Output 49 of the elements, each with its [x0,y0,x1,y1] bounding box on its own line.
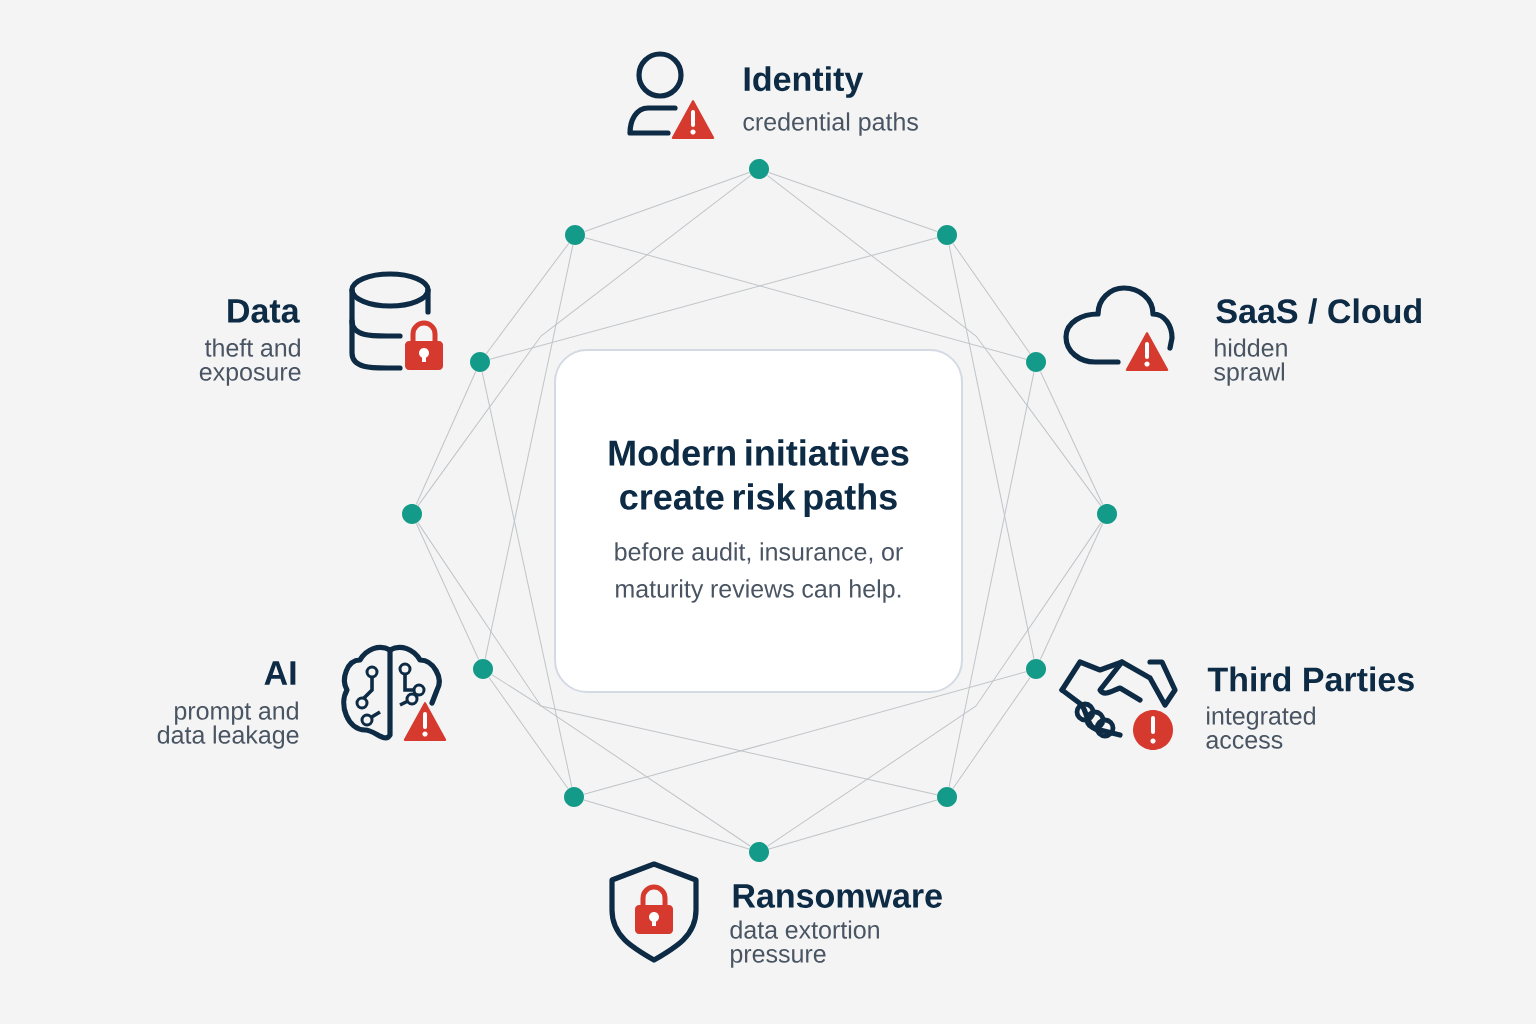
network-dot [470,352,490,372]
network-line [481,371,573,788]
network-line [948,371,1035,788]
network-dot [565,225,585,245]
network-line [484,244,574,660]
network-line [417,174,752,507]
network-line [1039,522,1104,661]
text-card: Modern initiatives create risk paths before audit, insurance, or maturity reviews can help. [554,349,963,693]
network-line [768,171,938,233]
network-line [491,674,938,796]
category-description: data extortion pressure [730,920,879,968]
network-line [768,799,938,850]
network-line [584,237,1027,360]
category-heading: Identity [744,66,864,98]
category-description: hidden sprawl [1214,338,1287,386]
network-dot [1026,352,1046,372]
category-description: prompt and data leakage [157,701,299,749]
category-heading: Ransomware [733,884,942,908]
network-line [948,244,1035,660]
network-line [952,243,1031,354]
network-dot [749,842,769,862]
network-line [583,671,1027,795]
category-heading: Data [228,299,300,323]
network-dot [937,225,957,245]
network-line [415,371,477,505]
network-line [489,237,938,360]
network-line [584,172,750,232]
category-heading: AI [264,661,296,685]
network-dot [564,787,584,807]
network-line [766,174,1102,507]
network-line [485,242,570,355]
category-description: theft and exposure [199,338,301,386]
network-line [952,677,1031,789]
network-line [767,522,1102,847]
network-dot [402,504,422,524]
network-line [415,522,480,661]
category-heading: SaaS / Cloud [1216,298,1421,324]
network-line [488,677,569,790]
category-description: integrated access [1206,706,1315,749]
network-dot [1026,659,1046,679]
network-line [583,799,750,850]
category-heading: Third Parties [1207,666,1414,692]
network-dot [1097,504,1117,524]
network-line [417,522,751,847]
network-line [1039,370,1104,506]
network-dot [937,787,957,807]
network-dot [749,159,769,179]
category-description: credential paths [743,112,918,136]
network-dot [473,659,493,679]
